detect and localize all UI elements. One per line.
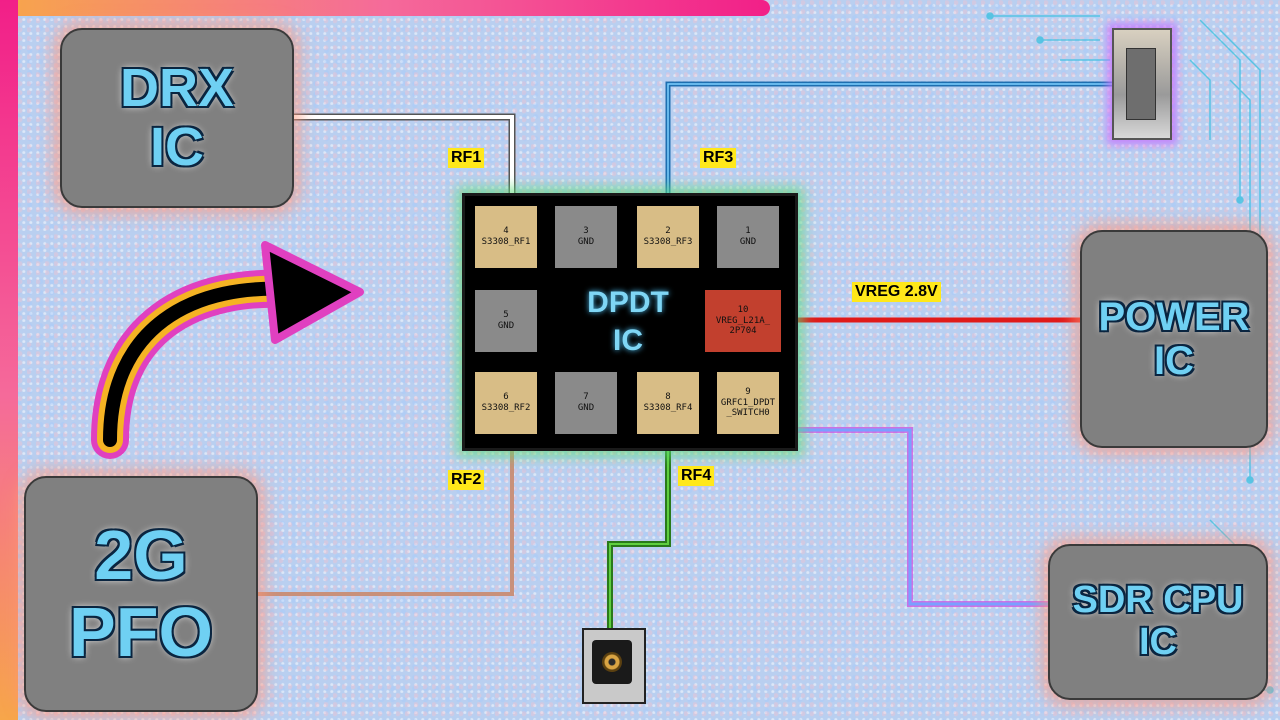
pfo-block: 2G PFO <box>24 476 258 712</box>
pad-name: GND <box>497 321 515 331</box>
left-accent-bar <box>0 0 18 720</box>
power-ic-label-1: POWER <box>1098 295 1250 339</box>
pad-5: 5 GND <box>475 290 537 352</box>
dpdt-label-line-1: DPDT <box>587 286 669 319</box>
rf4-wire <box>607 430 671 628</box>
pad-number: 10 <box>737 304 749 315</box>
pad-number: 6 <box>503 392 509 403</box>
sdr-cpu-ic-block: SDR CPU IC <box>1048 544 1268 700</box>
arrow-icon <box>91 241 364 459</box>
pad-6: 6 S3308_RF2 <box>475 372 537 434</box>
pad-4: 4 S3308_RF1 <box>475 206 537 268</box>
pad-8: 8 S3308_RF4 <box>637 372 699 434</box>
pad-name: GRFC1_DPDT _SWITCH0 <box>720 397 776 419</box>
pad-3: 3 GND <box>555 206 617 268</box>
rf2-wire <box>254 430 514 596</box>
rf1-label: RF1 <box>448 148 485 168</box>
sdr-cpu-ic-label-2: IC <box>1139 621 1177 663</box>
rf3-wire <box>665 81 1112 193</box>
pfo-label-2: PFO <box>69 593 213 671</box>
pad-1: 1 GND <box>717 206 779 268</box>
pad-number: 8 <box>665 392 671 403</box>
dpdt-ic-chip: 4 S3308_RF1 3 GND 2 S3308_RF3 1 GND 5 GN… <box>462 193 798 451</box>
pad-number: 4 <box>503 226 509 237</box>
rf2-label: RF2 <box>448 470 485 490</box>
pad-number: 3 <box>583 226 589 237</box>
drx-ic-block: DRX IC <box>60 28 294 208</box>
drx-ic-label-2: IC <box>150 117 204 177</box>
pad-name: GND <box>739 237 757 247</box>
pad-10: 10 VREG_L21A_ 2P704 <box>705 290 781 352</box>
power-ic-block: POWER IC <box>1080 230 1268 448</box>
sdr-cpu-ic-label-1: SDR CPU <box>1072 579 1244 622</box>
pad-name: S3308_RF4 <box>643 403 693 413</box>
pad-name: VREG_L21A_ 2P704 <box>715 315 771 337</box>
pad-2: 2 S3308_RF3 <box>637 206 699 268</box>
dpdt-ic-label: DPDT IC <box>553 284 703 360</box>
rf4-label: RF4 <box>678 466 715 486</box>
pad-number: 7 <box>583 392 589 403</box>
pad-name: S3308_RF3 <box>643 237 693 247</box>
power-ic-label-2: IC <box>1154 339 1194 383</box>
pad-number: 5 <box>503 310 509 321</box>
rf3-label: RF3 <box>700 148 737 168</box>
pad-name: S3308_RF2 <box>481 403 531 413</box>
pad-number: 9 <box>745 386 751 397</box>
pfo-label-1: 2G <box>94 516 188 594</box>
pad-name: GND <box>577 237 595 247</box>
relay-component-icon <box>1112 28 1172 140</box>
drx-ic-label-1: DRX <box>119 57 234 118</box>
pad-number: 1 <box>745 226 751 237</box>
pad-9: 9 GRFC1_DPDT _SWITCH0 <box>717 372 779 434</box>
pad-name: S3308_RF1 <box>481 237 531 247</box>
antenna-connector-icon <box>582 628 646 704</box>
pad-name: GND <box>577 403 595 413</box>
dpdt-label-line-2: IC <box>613 323 643 357</box>
sdr-wire <box>780 427 1050 607</box>
vreg-label: VREG 2.8V <box>852 282 941 302</box>
pad-number: 2 <box>665 226 671 237</box>
top-accent-bar <box>0 0 770 16</box>
pad-7: 7 GND <box>555 372 617 434</box>
